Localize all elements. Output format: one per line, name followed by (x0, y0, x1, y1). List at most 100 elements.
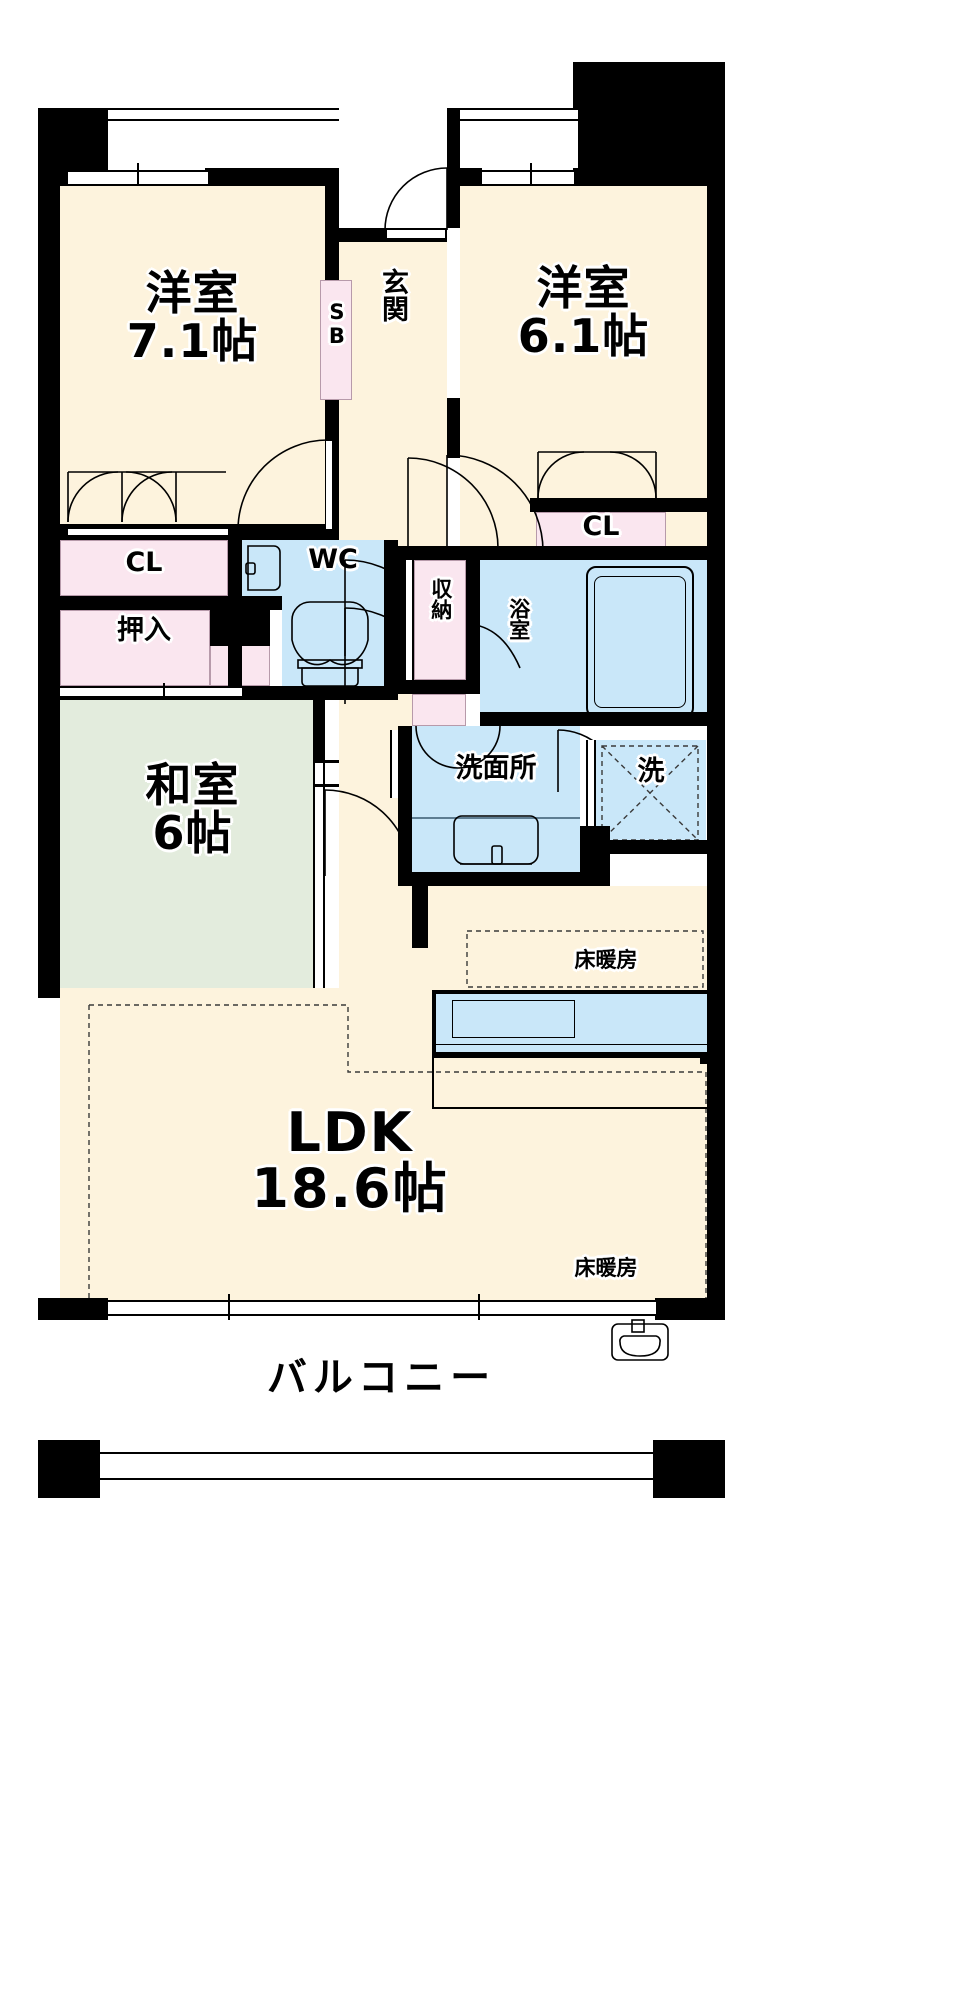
wall-ldk-bottom-left (38, 1298, 108, 1320)
wall-senmenjo-bottom (398, 872, 584, 886)
window-line-outer-left-1 (108, 108, 400, 110)
oshiire-label: 押入 (60, 615, 228, 646)
storage-shuno (414, 560, 466, 680)
washitsu-sliding-mark-2 (313, 784, 339, 787)
washitsu-name: 和室 (145, 758, 240, 812)
kitchen-floor-edge (432, 1056, 707, 1058)
wall-ldk-bottom-right (655, 1298, 725, 1320)
shoe-box-label: SB (320, 300, 352, 348)
wall-bath-top (480, 546, 725, 560)
hand-basin-icon (245, 545, 281, 591)
oshiire-sliding-panel (60, 686, 272, 698)
wall-hall-right-upper (447, 398, 460, 458)
kitchen-floor-edge-bottom (432, 1107, 707, 1109)
closet-cl-left-door-swing-icon (67, 471, 226, 523)
storage-shuno-text: 収納 (428, 578, 453, 620)
senmenjo-label: 洗面所 (412, 754, 580, 783)
balcony-window-mullion-2 (478, 1294, 480, 1322)
storage-shuno-label: 収納 (414, 578, 466, 620)
oshiire-text: 押入 (117, 615, 171, 646)
floor-heating-text-1: 床暖房 (574, 948, 638, 972)
wall-shuno-right (466, 546, 480, 692)
balcony-void-right (460, 108, 578, 170)
washitsu-size: 6帖 (152, 805, 233, 860)
wall-entrance-right (447, 108, 460, 228)
room-genkan (339, 242, 447, 532)
bedroom-61-size: 6.1帖 (517, 308, 650, 363)
balcony-area (38, 1320, 725, 1440)
floor-heating-zone-1 (466, 930, 704, 988)
yokushitsu-text: 浴室 (506, 598, 531, 640)
balcony-sliding-window-far-right (608, 1300, 656, 1316)
bedroom-61-label: 洋室 6.1帖 (460, 261, 707, 363)
exterior-wall-right-bath (707, 546, 725, 726)
closet-cl-left-text: CL (125, 547, 163, 578)
structural-pillar-top-right (573, 62, 725, 170)
wall-ldk-stub (412, 886, 428, 948)
bedroom-61-name: 洋室 (536, 261, 631, 315)
floor-heating-text-2: 床暖房 (574, 1256, 638, 1280)
bedroom-71-door-swing-icon (237, 439, 329, 531)
ldk-name: LDK (286, 1101, 414, 1164)
closet-cl-right-text: CL (582, 511, 620, 542)
vanity-counter-line (412, 817, 580, 819)
entrance-door-panel (385, 228, 447, 240)
washitsu-label: 和室 6帖 (60, 758, 325, 860)
wall-kitchen-bottom (700, 1052, 725, 1064)
room-bedroom-61 (460, 186, 707, 551)
window-mullion-71 (137, 163, 139, 193)
wall-top-left-b (205, 168, 325, 186)
entrance-door-swing-icon (384, 167, 448, 231)
room-ldk-hall-link (339, 886, 409, 996)
wall-wc-bottom (242, 686, 398, 700)
wall-top-left-a (38, 168, 68, 186)
room-senmenjo (412, 726, 580, 872)
bedroom-71-label: 洋室 7.1帖 (60, 269, 325, 368)
wall-wc-divider-v (228, 604, 242, 688)
vanity-sink-icon (453, 815, 539, 865)
closet-cl-left (60, 540, 228, 596)
wall-cl-right-top (530, 498, 707, 512)
balcony-pillar-bottom-right (653, 1440, 725, 1498)
oshiire-panel-mullion (163, 683, 165, 701)
wall-senmenjo-right-block (580, 826, 610, 886)
window-bedroom-61 (482, 170, 574, 186)
balcony-sink-icon (611, 1319, 669, 1361)
window-line-outer-right-1 (460, 108, 578, 110)
washitsu-sliding-mark-1 (313, 760, 339, 763)
exterior-wall-right-upper (707, 168, 725, 553)
balcony-rail-line-2 (100, 1478, 653, 1480)
genkan-label: 玄関 (372, 268, 412, 322)
bedroom-71-size: 7.1帖 (126, 313, 259, 368)
washer-door-frame (586, 740, 596, 846)
room-ldk-upper-right (398, 886, 707, 996)
window-mullion-61 (530, 163, 532, 193)
kitchen-counter-edge (436, 1044, 707, 1052)
genkan-text: 玄関 (377, 268, 409, 322)
room-washitsu (60, 700, 325, 988)
exterior-wall-right-washer (707, 726, 725, 854)
wall-washitsu-right-upper (313, 700, 325, 760)
balcony-text: バルコニー (266, 1355, 497, 1401)
washitsu-sliding-door-right (313, 760, 325, 988)
closet-cl-right-door-swing-icon (537, 451, 657, 499)
wall-bedroom61-top-b (573, 168, 725, 186)
balcony-pillar-bottom-left (38, 1440, 100, 1498)
balcony-window-mullion-1 (228, 1294, 230, 1322)
wall-senmenjo-left (398, 726, 412, 886)
wall-bedroom61-top-a (460, 168, 482, 186)
bedroom-61-door-swing-icon (446, 454, 544, 552)
oshiire (60, 610, 210, 686)
structural-pillar-top-left (38, 108, 108, 170)
washer-label: 洗 (596, 757, 706, 786)
storage-shuno-lower (412, 694, 466, 726)
bath-door-swing-icon (467, 623, 521, 669)
storage-shuno-door-panel (404, 560, 414, 680)
window-line-outer-left-2 (108, 119, 400, 121)
bathtub-inner (594, 576, 686, 708)
closet-cl-left-door-panel (68, 527, 228, 537)
balcony-rail-line-1 (100, 1452, 653, 1454)
shoe-box-text: SB (324, 300, 349, 348)
senmenjo-entry-door-swing-icon (415, 725, 501, 769)
closet-cl-right-label: CL (536, 511, 666, 542)
